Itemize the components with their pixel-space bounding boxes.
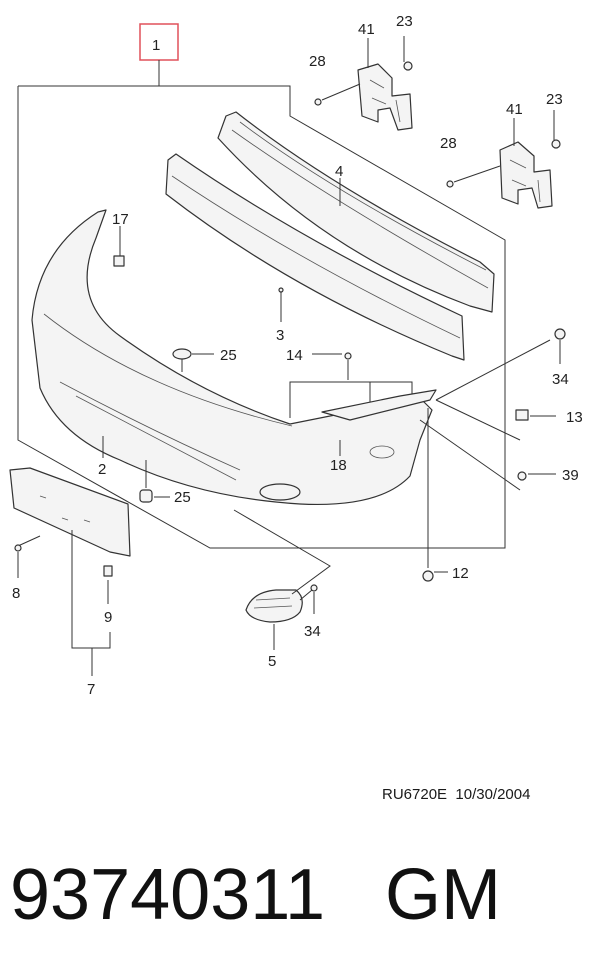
callout-7: 7 <box>87 681 95 698</box>
drawing-reference: RU6720E 10/30/2004 <box>382 786 530 803</box>
callout-13: 13 <box>566 409 583 426</box>
callout-25-upper: 25 <box>220 347 237 364</box>
callout-8: 8 <box>12 585 20 602</box>
bracket-41-upper <box>314 36 413 131</box>
plug-25-upper <box>172 348 214 372</box>
callout-5: 5 <box>268 653 276 670</box>
callout-41-lower: 41 <box>506 101 523 118</box>
energy-absorber-3 <box>165 153 465 361</box>
plug-25-lower <box>139 460 170 503</box>
callout-34-right: 34 <box>552 371 569 388</box>
grille-5 <box>233 509 331 650</box>
callout-41-upper: 41 <box>358 21 375 38</box>
assembly-outline <box>17 85 506 549</box>
drawing-code: RU6720E <box>382 786 448 803</box>
callout-18: 18 <box>330 457 347 474</box>
brand-name: GM <box>385 855 501 935</box>
callout-4: 4 <box>335 163 343 180</box>
callout-9: 9 <box>104 609 112 626</box>
part-number: 93740311 <box>10 855 325 935</box>
callout-17: 17 <box>112 211 129 228</box>
bumper-fascia-2 <box>31 209 433 506</box>
callout-28-lower: 28 <box>440 135 457 152</box>
right-hardware <box>419 328 566 582</box>
callout-14: 14 <box>286 347 303 364</box>
callout-3: 3 <box>276 327 284 344</box>
bracket-41-lower <box>446 110 561 209</box>
part-number-line: 93740311 GM <box>10 850 501 940</box>
callout-12: 12 <box>452 565 469 582</box>
callout-25-lower: 25 <box>174 489 191 506</box>
callout-34-bottom: 34 <box>304 623 321 640</box>
callout-1: 1 <box>152 37 160 54</box>
drawing-date: 10/30/2004 <box>455 786 531 803</box>
callout-23-upper: 23 <box>396 13 413 30</box>
clip-17 <box>113 226 125 267</box>
callout-2: 2 <box>98 461 106 478</box>
callout-28-upper: 28 <box>309 53 326 70</box>
callout-39: 39 <box>562 467 579 484</box>
side-brackets-18 <box>289 352 437 456</box>
exploded-parts-diagram: 1 41 23 28 41 23 28 4 17 3 25 14 34 13 1… <box>9 13 583 698</box>
reinforcement-beam-4 <box>217 111 495 313</box>
license-bracket-7 <box>9 467 131 676</box>
callout-23-lower: 23 <box>546 91 563 108</box>
